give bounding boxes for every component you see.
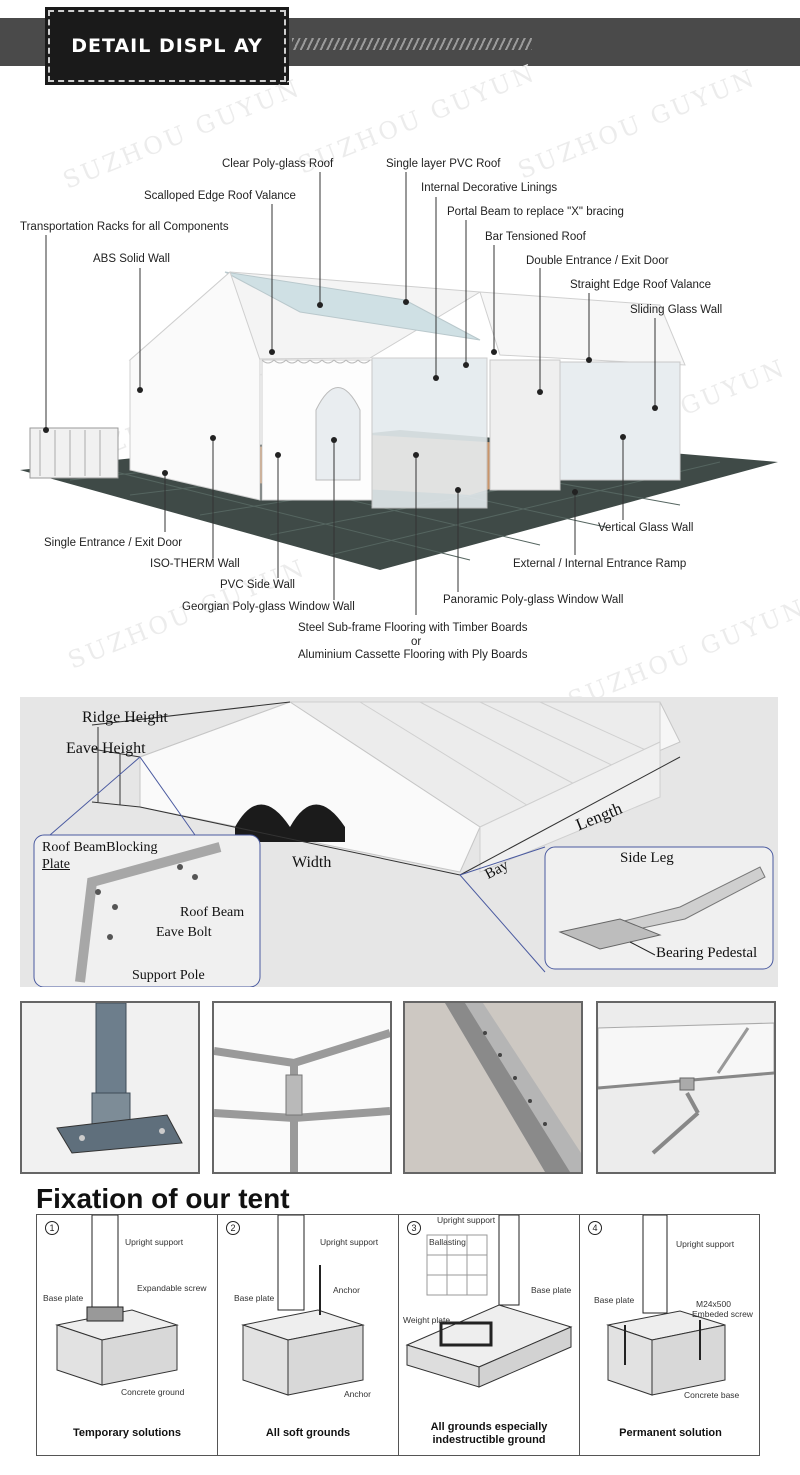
label-anchor: Anchor [333, 1285, 360, 1295]
label-concrete-base: Concrete base [684, 1390, 740, 1400]
label-upright-support: Upright support [125, 1237, 184, 1247]
label-concrete-ground: Concrete ground [121, 1387, 185, 1397]
roof-right [479, 291, 686, 366]
label-base-plate: Base plate [43, 1293, 84, 1303]
label-clear-roof: Clear Poly-glass Roof [222, 158, 334, 170]
clear-roof [224, 271, 481, 341]
label-upright-support: Upright support [437, 1215, 496, 1225]
label-support-pole: Support Pole [132, 968, 205, 983]
transport-rack [29, 427, 119, 479]
label-double-entrance: Double Entrance / Exit Door [526, 255, 669, 267]
header-tag: DETAIL DISPL AY [45, 7, 289, 85]
panel-number: 4 [588, 1221, 602, 1235]
label-embeded-screw: Embeded screw [692, 1309, 753, 1319]
label-m24x500: M24x500 [696, 1299, 731, 1309]
label-plate: Plate [42, 857, 70, 872]
label-panoramic: Panoramic Poly-glass Window Wall [443, 594, 624, 606]
label-width: Width [292, 854, 332, 871]
label-anchor: Anchor [344, 1389, 371, 1399]
dimension-svg [33, 701, 774, 987]
label-pvc-roof: Single layer PVC Roof [386, 158, 501, 170]
fixation-panel: 4 Upright support M24x500 Embeded screw … [580, 1215, 761, 1455]
tent-gable [139, 701, 481, 873]
photo-beam-holes [403, 1001, 583, 1174]
fixation-title: Fixation of our tent [36, 1183, 290, 1214]
sliding-glass-wall [559, 361, 681, 481]
tent-side [479, 741, 661, 873]
label-ballasting: Ballasting [429, 1237, 466, 1247]
label-vertical-glass: Vertical Glass Wall [598, 522, 694, 534]
panel-caption: All grounds especially [430, 1421, 548, 1433]
dimension-diagram: Ridge Height Eave Height Width Length Ba… [20, 697, 778, 987]
scalloped-valance [261, 359, 371, 364]
label-bearing-pedestal: Bearing Pedestal [656, 945, 758, 961]
photo-base-pedestal [20, 1001, 200, 1174]
label-roof-beam-blocking: Roof BeamBlocking [42, 840, 158, 855]
label-georgian: Georgian Poly-glass Window Wall [182, 601, 355, 613]
label-internal-linings: Internal Decorative Linings [421, 182, 558, 194]
label-iso-therm: ISO-THERM Wall [150, 558, 240, 570]
panel-caption: All soft grounds [265, 1427, 351, 1439]
panel-caption: Permanent solution [619, 1427, 722, 1439]
label-bar-tensioned: Bar Tensioned Roof [485, 231, 586, 243]
panel-caption: Temporary solutions [73, 1427, 181, 1439]
fixation-panel: 1 Upright support Expandable screw Base … [37, 1215, 218, 1455]
label-ridge-height: Ridge Height [82, 709, 168, 726]
label-sliding-glass: Sliding Glass Wall [630, 304, 723, 316]
label-or: or [411, 636, 422, 648]
label-eave-bolt: Eave Bolt [156, 925, 212, 940]
fixation-panels: 1 Upright support Expandable screw Base … [36, 1214, 760, 1456]
label-base-plate: Base plate [531, 1285, 572, 1295]
label-steel-floor: Steel Sub-frame Flooring with Timber Boa… [298, 622, 528, 634]
label-base-plate: Base plate [234, 1293, 275, 1303]
label-upright-support: Upright support [676, 1239, 735, 1249]
label-ramp: External / Internal Entrance Ramp [513, 558, 687, 570]
label-straight-valance: Straight Edge Roof Valance [570, 279, 712, 291]
panel-caption: indestructible ground [432, 1434, 546, 1446]
panoramic-window [371, 357, 488, 509]
photo-frame-joint [212, 1001, 392, 1174]
panel-number: 2 [226, 1221, 240, 1235]
label-weight-plate: Weight plate [403, 1315, 451, 1325]
label-eave-height: Eave Height [66, 740, 146, 757]
marquee-illustration [20, 172, 778, 615]
label-expandable-screw: Expandable screw [137, 1283, 207, 1293]
georgian-window [315, 387, 361, 481]
photo-side-brace [596, 1001, 776, 1174]
fixation-panel: 2 Upright support Anchor Base plate Anch… [218, 1215, 399, 1455]
label-pvc-side: PVC Side Wall [220, 579, 295, 591]
fixation-panel: 3 Upright support Ballasting Base plate … [399, 1215, 580, 1455]
panel-number: 1 [45, 1221, 59, 1235]
detail-box-roof-beam [33, 834, 261, 987]
panel-number: 3 [407, 1221, 421, 1235]
label-roof-beam: Roof Beam [180, 905, 245, 920]
double-door [489, 359, 561, 491]
label-transport-racks: Transportation Racks for all Components [20, 221, 229, 233]
label-abs-wall: ABS Solid Wall [93, 253, 170, 265]
label-alu-floor: Aluminium Cassette Flooring with Ply Boa… [298, 649, 528, 661]
label-upright-support: Upright support [320, 1237, 379, 1247]
label-portal-beam: Portal Beam to replace "X" bracing [447, 206, 624, 218]
label-side-leg: Side Leg [620, 850, 674, 866]
label-base-plate: Base plate [594, 1295, 635, 1305]
label-scalloped-valance: Scalloped Edge Roof Valance [144, 190, 296, 202]
header-stripes [292, 38, 532, 50]
bearing-pedestal-plate [558, 918, 662, 950]
end-wall [129, 271, 261, 501]
label-single-entrance: Single Entrance / Exit Door [44, 537, 183, 549]
header-title: DETAIL DISPL AY [71, 35, 263, 57]
